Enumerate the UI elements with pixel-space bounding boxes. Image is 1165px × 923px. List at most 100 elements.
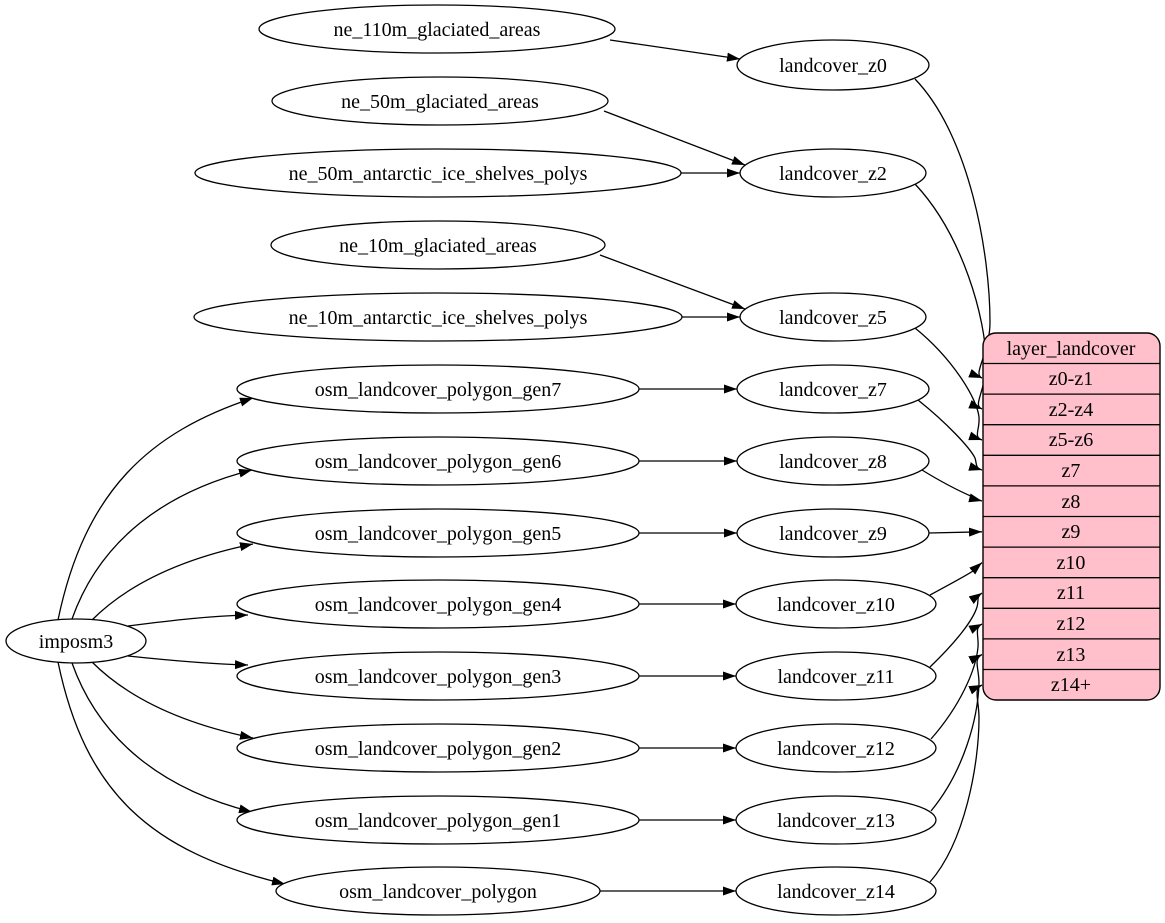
- node-landcover-z7: landcover_z7: [736, 364, 930, 414]
- node-landcover-z0-shape: [736, 39, 930, 91]
- node-imposm3-shape: [5, 618, 147, 664]
- edge-imposm3-to-gen5: [91, 542, 254, 621]
- edge-landcover-z14-to-row-z14plus: [929, 684, 983, 883]
- edge-landcover-z9-to-row-z9: [928, 527, 983, 537]
- node-ne-50m-antarctic-ice-shelves-polys-label: ne_50m_antarctic_ice_shelves_polys: [289, 163, 588, 185]
- edge-ne50m-glaciated-to-landcover-z2: [603, 110, 746, 166]
- node-landcover-z10-label: landcover_z10: [777, 594, 895, 616]
- node-landcover-z14-label: landcover_z14: [777, 881, 895, 903]
- node-landcover-z9-shape: [736, 508, 930, 558]
- node-ne-10m-glaciated-areas-shape: [270, 220, 606, 270]
- table-row-z0-z1: z0-z1: [1049, 368, 1093, 390]
- node-ne-110m-glaciated-areas-label: ne_110m_glaciated_areas: [334, 19, 541, 41]
- node-osm-landcover-polygon-gen3: osm_landcover_polygon_gen3: [236, 651, 640, 701]
- edge-ne10m-glaciated-to-landcover-z5: [599, 254, 746, 310]
- node-osm-landcover-polygon-gen3-shape: [236, 651, 640, 701]
- edge-landcover-z11-to-row-z11: [929, 592, 983, 668]
- node-osm-landcover-polygon-gen4-shape: [236, 579, 640, 629]
- node-landcover-z13: landcover_z13: [735, 795, 937, 845]
- node-landcover-z2-label: landcover_z2: [779, 163, 887, 185]
- edge-landcover-z5-to-row-z5-z6: [914, 327, 983, 441]
- node-landcover-z12-label: landcover_z12: [777, 738, 895, 760]
- node-landcover-z8-label: landcover_z8: [779, 451, 887, 473]
- table-row-z12: z12: [1057, 613, 1086, 635]
- node-ne-10m-antarctic-ice-shelves-polys-label: ne_10m_antarctic_ice_shelves_polys: [289, 307, 588, 329]
- table-row-z7: z7: [1062, 460, 1081, 482]
- edge-imposm3-to-gen2: [91, 661, 254, 740]
- node-landcover-z12: landcover_z12: [735, 723, 937, 773]
- node-landcover-z12-shape: [735, 723, 937, 773]
- node-osm-landcover-polygon: osm_landcover_polygon: [275, 866, 601, 916]
- node-osm-landcover-polygon-gen1: osm_landcover_polygon_gen1: [236, 795, 640, 845]
- nodes-layer: imposm3 ne_110m_glaciated_areas ne_50m_g…: [5, 4, 937, 916]
- edge-ne110m-to-landcover-z0: [609, 39, 741, 62]
- node-osm-landcover-polygon-gen2: osm_landcover_polygon_gen2: [236, 723, 640, 773]
- node-landcover-z0: landcover_z0: [736, 39, 930, 91]
- node-landcover-z7-label: landcover_z7: [779, 379, 887, 401]
- node-landcover-z5: landcover_z5: [739, 292, 927, 342]
- node-landcover-z11-label: landcover_z11: [778, 666, 895, 688]
- node-ne-50m-antarctic-ice-shelves-polys: ne_50m_antarctic_ice_shelves_polys: [194, 148, 682, 198]
- node-imposm3-label: imposm3: [39, 631, 113, 653]
- node-ne-10m-antarctic-ice-shelves-polys-shape: [193, 292, 683, 342]
- node-osm-landcover-polygon-gen4-label: osm_landcover_polygon_gen4: [315, 594, 562, 616]
- node-landcover-z9: landcover_z9: [736, 508, 930, 558]
- table-row-z13: z13: [1057, 644, 1086, 666]
- node-landcover-z14-shape: [735, 866, 937, 916]
- node-osm-landcover-polygon-gen7-shape: [236, 364, 640, 414]
- node-osm-landcover-polygon-gen5-label: osm_landcover_polygon_gen5: [315, 523, 562, 545]
- node-osm-landcover-polygon-gen5: osm_landcover_polygon_gen5: [236, 508, 640, 558]
- node-osm-landcover-polygon-gen6-shape: [236, 436, 640, 486]
- node-ne-10m-antarctic-ice-shelves-polys: ne_10m_antarctic_ice_shelves_polys: [193, 292, 683, 342]
- node-landcover-z5-shape: [739, 292, 927, 342]
- node-ne-110m-glaciated-areas: ne_110m_glaciated_areas: [258, 4, 616, 54]
- node-landcover-z10: landcover_z10: [735, 579, 937, 629]
- node-osm-landcover-polygon-gen7: osm_landcover_polygon_gen7: [236, 364, 640, 414]
- edge-landcover-z0-to-row-z0-z1: [914, 78, 991, 379]
- node-landcover-z10-shape: [735, 579, 937, 629]
- edge-landcover-z10-to-row-z10: [929, 562, 983, 596]
- node-osm-landcover-polygon-label: osm_landcover_polygon: [339, 881, 537, 903]
- table-row-z9: z9: [1062, 521, 1081, 543]
- node-landcover-z5-label: landcover_z5: [779, 307, 887, 329]
- node-osm-landcover-polygon-gen4: osm_landcover_polygon_gen4: [236, 579, 640, 629]
- table-row-z10: z10: [1057, 552, 1086, 574]
- edge-landcover-z7-to-row-z7: [917, 399, 983, 471]
- node-layer-landcover-table: layer_landcover z0-z1 z2-z4 z5-z6 z7 z8 …: [982, 332, 1161, 701]
- node-ne-10m-glaciated-areas: ne_10m_glaciated_areas: [270, 220, 606, 270]
- node-landcover-z0-label: landcover_z0: [779, 55, 887, 77]
- node-ne-10m-glaciated-areas-label: ne_10m_glaciated_areas: [339, 235, 537, 257]
- node-landcover-z2: landcover_z2: [739, 148, 927, 198]
- node-ne-50m-glaciated-areas-shape: [271, 76, 609, 126]
- node-landcover-z8-shape: [736, 436, 930, 486]
- table-row-z8: z8: [1062, 491, 1081, 513]
- node-osm-landcover-polygon-gen1-shape: [236, 795, 640, 845]
- table-row-z5-z6: z5-z6: [1049, 429, 1093, 451]
- layer-landcover-title: layer_landcover: [1007, 338, 1136, 360]
- node-osm-landcover-polygon-gen1-label: osm_landcover_polygon_gen1: [315, 810, 562, 832]
- node-osm-landcover-polygon-gen6: osm_landcover_polygon_gen6: [236, 436, 640, 486]
- node-ne-50m-antarctic-ice-shelves-polys-shape: [194, 148, 682, 198]
- edge-imposm3-to-polygon: [57, 661, 286, 886]
- node-landcover-z9-label: landcover_z9: [779, 523, 887, 545]
- edge-imposm3-to-gen6: [71, 468, 253, 620]
- edge-landcover-z2-to-row-z2-z4: [914, 183, 987, 410]
- edge-landcover-z12-to-row-z12: [930, 623, 983, 740]
- edge-landcover-z13-to-row-z13: [930, 653, 983, 812]
- node-osm-landcover-polygon-gen6-label: osm_landcover_polygon_gen6: [315, 451, 562, 473]
- table-row-z11: z11: [1057, 582, 1085, 604]
- node-landcover-z14: landcover_z14: [735, 866, 937, 916]
- node-landcover-z7-shape: [736, 364, 930, 414]
- edge-imposm3-to-gen4: [127, 610, 249, 627]
- node-landcover-z11: landcover_z11: [735, 651, 937, 701]
- edge-landcover-z8-to-row-z8: [921, 469, 983, 503]
- edge-imposm3-to-gen7: [57, 397, 254, 621]
- node-landcover-z13-label: landcover_z13: [777, 810, 895, 832]
- node-landcover-z2-shape: [739, 148, 927, 198]
- edges-layer: [57, 39, 991, 896]
- node-osm-landcover-polygon-gen5-shape: [236, 508, 640, 558]
- node-landcover-z11-shape: [735, 651, 937, 701]
- node-osm-landcover-polygon-gen2-shape: [236, 723, 640, 773]
- node-imposm3: imposm3: [5, 618, 147, 664]
